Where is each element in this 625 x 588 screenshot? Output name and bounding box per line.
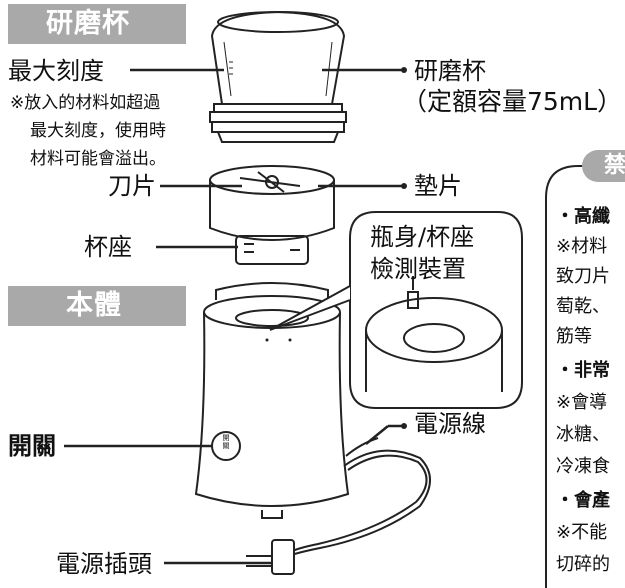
leader-dot [401,183,407,189]
power-switch-label: 開關 [8,432,56,460]
side-line-9: 冷凍食 [556,456,610,477]
leader-dot [401,67,407,73]
grinding-cup-illustration [209,10,347,143]
detector-inset-illustration [269,211,523,409]
cup-section-header: 研磨杯 [8,4,186,44]
side-line-2: ※材料 [556,236,608,257]
body-section-title: 本體 [66,290,122,321]
main-body-illustration [194,282,350,519]
cup-base-label: 杯座 [84,233,132,261]
side-line-4: 萄乾、 [556,296,610,317]
max-scale-label: 最大刻度 [8,57,104,85]
power-plug-label: 電源插頭 [56,550,152,578]
side-line-3: 致刀片 [556,266,610,287]
power-cord-label: 電源線 [414,410,486,438]
side-line-10: ・會產 [556,490,610,511]
switch-marking: 開 關 [222,434,230,450]
side-panel-title-badge: 禁 [582,150,625,182]
max-scale-note-line2: 最大刻度，使用時 [30,121,166,141]
leader-dot [401,423,407,429]
side-panel-title: 禁 [604,153,625,178]
detector-label-line1: 瓶身/杯座 [370,223,475,251]
detector-label-line2: 檢測裝置 [370,255,466,283]
side-line-11: ※不能 [556,522,608,543]
side-line-6: ・非常 [556,360,610,381]
side-line-8: 冰糖、 [556,424,610,445]
body-section-header: 本體 [8,286,186,326]
cup-section-title: 研磨杯 [46,8,130,39]
gasket-label: 墊片 [414,172,462,200]
cup-base-illustration [209,165,335,265]
grinding-cup-label: 研磨杯 [414,57,486,85]
side-line-12: 切碎的 [556,554,610,575]
max-scale-note-line1: ※放入的材料如超過 [10,93,161,113]
side-line-7: ※會導 [556,392,608,413]
blade-label: 刀片 [108,172,156,200]
side-line-5: 筋等 [556,326,592,347]
max-scale-note-line3: 材料可能會溢出。 [30,149,166,169]
power-cord-illustration [246,437,431,575]
capacity-label: （定額容量75mL） [402,87,623,116]
side-line-1: ・高纖 [556,206,610,227]
